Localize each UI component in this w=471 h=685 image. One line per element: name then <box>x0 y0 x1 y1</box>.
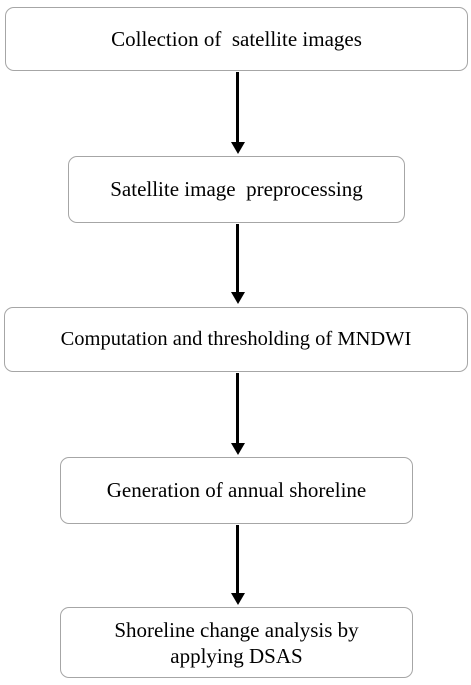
step-5-box: Shoreline change analysis by applying DS… <box>60 607 413 678</box>
arrow-4-head <box>231 593 245 605</box>
arrow-3-head <box>231 443 245 455</box>
step-3-label: Computation and thresholding of MNDWI <box>60 328 412 350</box>
arrow-1-shaft <box>236 72 239 144</box>
arrow-3-shaft <box>236 373 239 445</box>
arrow-4 <box>231 525 245 605</box>
arrow-4-shaft <box>236 525 239 595</box>
arrow-1 <box>231 72 245 154</box>
step-4-label: Generation of annual shoreline <box>106 478 367 502</box>
arrow-2-head <box>231 292 245 304</box>
step-3-box: Computation and thresholding of MNDWI <box>4 307 468 372</box>
arrow-1-head <box>231 142 245 154</box>
arrow-3 <box>231 373 245 455</box>
step-1-label: Collection of satellite images <box>111 26 362 51</box>
step-4-box: Generation of annual shoreline <box>60 457 413 524</box>
arrow-2 <box>231 224 245 304</box>
step-2-label: Satellite image preprocessing <box>110 177 363 201</box>
arrow-2-shaft <box>236 224 239 294</box>
step-5-label: Shoreline change analysis by applying DS… <box>114 617 359 668</box>
step-2-box: Satellite image preprocessing <box>68 156 405 223</box>
step-1-box: Collection of satellite images <box>5 7 468 71</box>
